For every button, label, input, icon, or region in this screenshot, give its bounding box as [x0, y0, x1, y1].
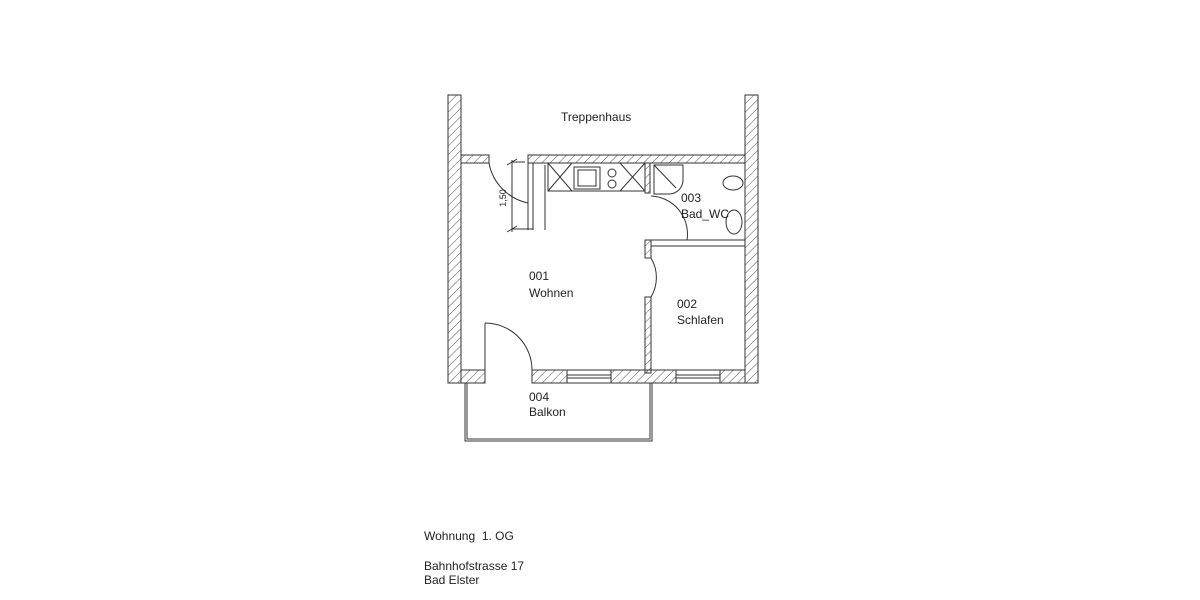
wall-top-left: [460, 154, 490, 164]
wall-partition-lower: [644, 296, 652, 374]
wall-partition-upper: [644, 239, 652, 259]
wall-bottom-1: [460, 369, 486, 384]
wall-right: [744, 94, 759, 384]
room-003-name: Bad_WC: [681, 207, 730, 221]
window-1: [566, 369, 612, 384]
unit-label: Wohnung 1. OG: [424, 529, 514, 543]
stairwell-label: Treppenhaus: [561, 110, 632, 124]
room-001-name: Wohnen: [529, 286, 574, 300]
wall-bottom-2: [531, 369, 568, 384]
dimension-label: 1,50: [497, 189, 508, 207]
room-004-number: 004: [529, 390, 550, 404]
room-004-name: Balkon: [529, 405, 566, 419]
sink: [725, 209, 743, 235]
room-002-name: Schlafen: [677, 313, 724, 327]
wall-bottom-4: [719, 369, 746, 384]
street-label: Bahnhofstrasse 17: [424, 559, 525, 573]
room-001-number: 001: [529, 269, 550, 283]
wall-bath-bedroom: [650, 239, 746, 247]
kitchen-counter: [547, 162, 646, 192]
room-003-number: 003: [681, 191, 702, 205]
balcony: [464, 383, 653, 442]
wall-bath-upper: [644, 162, 651, 194]
wall-left: [447, 94, 462, 384]
toilet: [722, 175, 744, 191]
window-2: [675, 369, 721, 384]
room-002-number: 002: [677, 297, 698, 311]
city-label: Bad Elster: [424, 573, 480, 587]
wall-bottom-3: [610, 369, 677, 384]
shower: [653, 164, 684, 195]
wall-top-right: [527, 154, 746, 164]
